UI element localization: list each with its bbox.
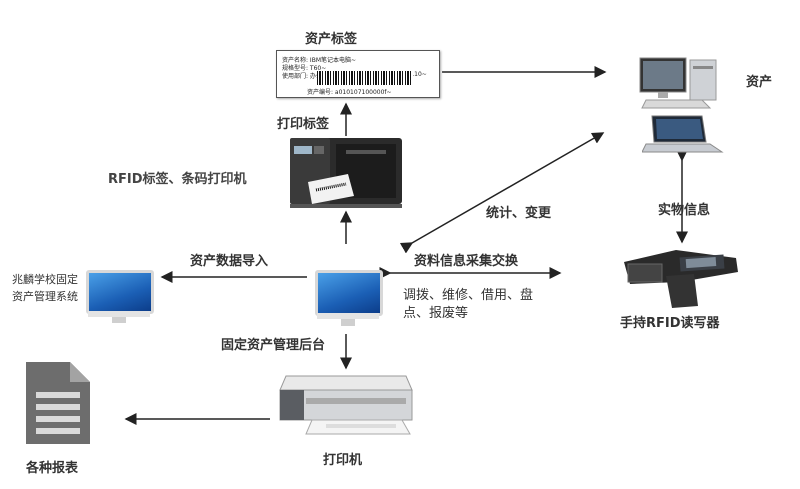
- school-system-line1: 兆麟学校固定: [12, 273, 78, 286]
- school-system-line2: 资产管理系统: [12, 290, 78, 303]
- school-monitor-bezel: [88, 311, 150, 317]
- data-exchange-caption: 资料信息采集交换: [414, 254, 519, 269]
- print-label-caption: 打印标签: [277, 117, 330, 132]
- asset-tag-card: 资产名称: IBM笔记本电脑~ 规格型号: T60~ 使用部门: 办公室 200…: [276, 50, 440, 98]
- stats-change-caption: 统计、变更: [486, 206, 552, 221]
- backend-monitor-screen: [315, 270, 383, 316]
- printer-caption: 打印机: [323, 453, 363, 468]
- backend-monitor-bezel: [317, 313, 379, 319]
- asset-label-title: 资产标签: [305, 32, 358, 47]
- backend-caption: 固定资产管理后台: [221, 338, 326, 353]
- backend-monitor-stand: [341, 319, 355, 326]
- arrow-diagonal-two-way: [399, 132, 605, 254]
- operations-line1: 调拨、维修、借用、盘: [403, 288, 534, 303]
- tag-line-name: 资产名称: IBM笔记本电脑~: [282, 57, 357, 64]
- barcode-icon: [317, 71, 413, 85]
- desktop-computer-icon: [639, 57, 717, 109]
- rfid-printer-caption: RFID标签、条码打印机: [108, 172, 247, 187]
- physical-info-caption: 实物信息: [658, 203, 711, 218]
- operations-line2: 点、报废等: [403, 306, 469, 321]
- handheld-rfid-reader-icon: [624, 250, 738, 308]
- asset-caption: 资产: [746, 75, 773, 90]
- tag-line-number: 资产编号: a010107100000f~: [307, 89, 392, 96]
- reports-caption: 各种报表: [26, 461, 79, 476]
- data-import-caption: 资产数据导入: [190, 254, 269, 269]
- office-printer-icon: [279, 375, 413, 435]
- tag-line-model: 规格型号: T60~: [282, 65, 327, 72]
- handheld-caption: 手持RFID读写器: [620, 316, 720, 331]
- laptop-icon: [642, 115, 724, 153]
- tag-line-dept: 使用部门: 办公室: [282, 73, 328, 80]
- rfid-label-printer-icon: [290, 138, 402, 208]
- school-monitor-screen: [86, 270, 154, 314]
- document-icon: [26, 362, 90, 444]
- school-monitor-stand: [112, 317, 126, 323]
